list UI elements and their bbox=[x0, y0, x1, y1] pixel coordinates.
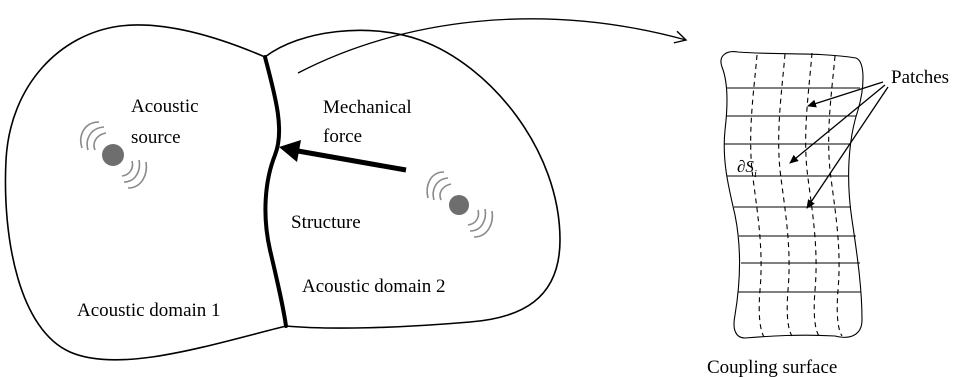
coupling-surface-pointer-arrow bbox=[297, 18, 688, 74]
mechanical-force-label-line-1: Mechanical bbox=[323, 97, 412, 118]
mechanical-force-label: Mechanical force bbox=[323, 97, 416, 147]
coupling-surface-grid-dashed bbox=[750, 52, 843, 338]
coupling-surface-grid-solid bbox=[724, 87, 861, 293]
acoustic-source-label: Acoustic source bbox=[131, 96, 203, 148]
mechanical-force-label-line-2: force bbox=[323, 126, 362, 147]
acoustic-source-label-line-1: Acoustic bbox=[131, 96, 199, 117]
patches-pointer-arrows bbox=[789, 81, 889, 209]
acoustic-source-dot bbox=[102, 144, 124, 166]
surface-symbol: ∂S bbox=[737, 157, 754, 176]
acoustic-source-2-dot bbox=[449, 195, 469, 215]
coupling-surface-outline bbox=[720, 51, 864, 339]
structure-label: Structure bbox=[291, 212, 361, 233]
structure-interface bbox=[263, 55, 288, 328]
surface-subscript: i bbox=[754, 168, 757, 180]
acoustic-domain-1-label: Acoustic domain 1 bbox=[77, 300, 221, 321]
mechanical-force-arrow-shaft bbox=[297, 148, 407, 173]
acoustic-domain-2-label: Acoustic domain 2 bbox=[302, 276, 446, 297]
surface-symbol-label: ∂Si bbox=[737, 157, 757, 180]
acoustic-source-2-icon bbox=[426, 171, 494, 238]
patches-label: Patches bbox=[891, 67, 949, 88]
coupling-surface-label: Coupling surface bbox=[707, 357, 837, 377]
acoustic-source-icon bbox=[80, 121, 148, 189]
acoustic-source-label-line-2: source bbox=[131, 127, 181, 148]
acoustic-domain-2-outline bbox=[264, 29, 561, 329]
mechanical-force-arrow-head bbox=[279, 140, 301, 162]
acoustic-domain-1-outline bbox=[4, 24, 287, 361]
